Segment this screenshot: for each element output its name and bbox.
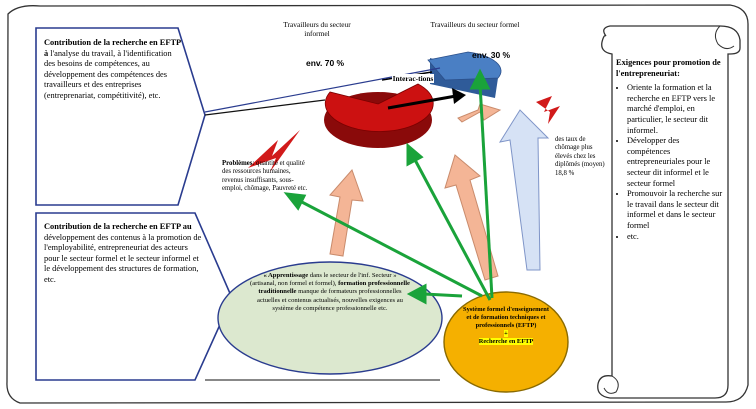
interaction-arrow (387, 94, 457, 110)
research-label: Recherche en EFTP (478, 338, 534, 345)
pie-blue-slice (427, 51, 502, 81)
problems-text: Problèmes: quantité et qualité des resso… (222, 160, 312, 194)
unemployment-note: des taux de chômage plus élevés chez les… (555, 136, 605, 177)
connector-line-top (204, 99, 326, 116)
informal-workers-label: Travailleurs du secteur informel (283, 20, 351, 38)
traditional-training-label: formation professionnelle traditionnelle (258, 280, 410, 296)
apprenticeship-detail: dans le secteur de l'inf. Secteur » (art… (250, 272, 397, 288)
left-top-box-title: Contribution de la recherche en EFTP à (44, 38, 181, 58)
green-arrowhead-3 (469, 68, 491, 90)
formal-percentage: env. 30 % (472, 50, 511, 60)
lightning-bolt-left (248, 130, 300, 172)
left-bottom-box-title: Contribution de la recherche en EFTP au (44, 222, 192, 231)
apprenticeship-label: « Apprentissage (263, 272, 309, 279)
green-arrow-2 (297, 198, 483, 298)
green-arrows (283, 68, 494, 305)
formal-workers-label: Travailleurs du secteur formel (430, 20, 520, 29)
interaction-arrowhead-right (452, 88, 466, 104)
formal-system-label: Système formel d'enseignement et de form… (463, 306, 549, 329)
problems-title: Problèmes (222, 160, 253, 167)
outer-frame (6, 4, 749, 404)
scroll-curl-top (714, 25, 735, 50)
problems-body: : quantité et qualité des ressources hum… (222, 160, 308, 193)
peach-arrow-small (457, 103, 502, 123)
left-bottom-box-body: développement des contenus à la promotio… (44, 232, 202, 284)
informal-percentage: env. 70 % (306, 58, 345, 68)
interactions-label: Interac-tions (392, 74, 434, 83)
requirement-item: Oriente la formation et la recherche en … (627, 83, 724, 136)
lightning-bolt-right (536, 96, 560, 124)
training-detail: manque de formateurs professionnelles ac… (257, 288, 403, 312)
peach-arrow-middle (444, 154, 499, 281)
green-arrowhead-1 (406, 142, 424, 167)
left-bottom-box-shape (35, 212, 233, 381)
requirements-list: Oriente la formation et la recherche en … (616, 83, 724, 242)
left-bottom-box: Contribution de la recherche en EFTP au … (44, 222, 204, 286)
scroll-title: Exigences pour promotion de l'entreprene… (616, 58, 721, 78)
right-scroll-shape (597, 25, 741, 399)
lightblue-arrow (498, 109, 550, 271)
requirement-item: etc. (627, 232, 724, 243)
left-top-box: Contribution de la recherche en EFTP à l… (44, 38, 184, 102)
requirement-item: Promouvoir la recherche sur le travail d… (627, 189, 724, 231)
green-arrow-3 (478, 83, 494, 299)
green-arrow-1 (412, 157, 492, 301)
green-arrow-4 (423, 292, 463, 298)
scroll-curl-bottom (603, 375, 619, 394)
plus-sign: + (504, 330, 508, 337)
orange-ellipse-text: Système formel d'enseignement et de form… (462, 306, 550, 346)
green-arrowhead-4 (406, 283, 427, 305)
peach-arrow-left (329, 169, 364, 257)
green-arrowhead-2 (283, 192, 307, 211)
left-top-box-body: l'analyse du travail, à l'identification… (44, 48, 172, 100)
pie-red-slice (324, 83, 434, 132)
requirement-item: Développer des compétences entrepreneuri… (627, 136, 724, 189)
right-scroll: Exigences pour promotion de l'entreprene… (616, 58, 724, 242)
green-ellipse-text: « Apprentissage dans le secteur de l'inf… (250, 272, 410, 313)
left-top-box-shape (35, 27, 206, 206)
green-ellipse-shape (217, 261, 443, 375)
